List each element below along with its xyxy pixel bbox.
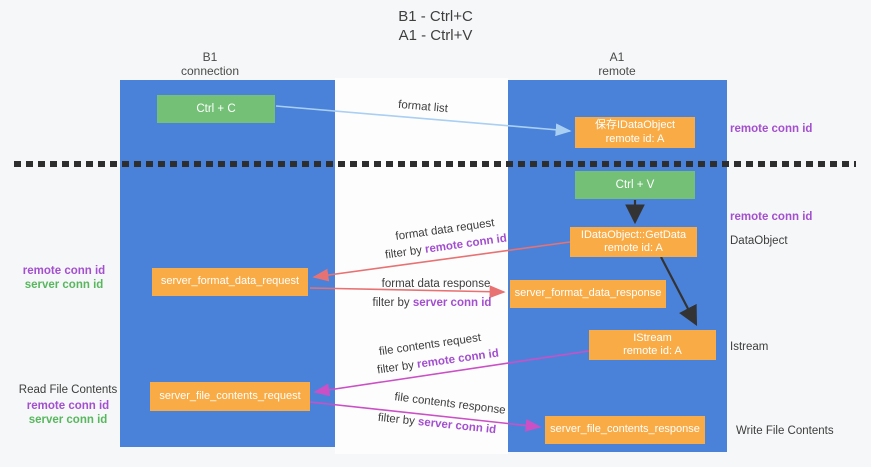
left-conn-id-block-1: remote conn id server conn id	[16, 264, 112, 292]
ctrl-v-label: Ctrl + V	[615, 179, 655, 191]
left-column-name: B1	[202, 50, 218, 64]
save-idataobject-line2: remote id: A	[605, 132, 665, 145]
filter-keyword-2: server conn id	[412, 297, 492, 309]
right-column-role: remote	[598, 64, 636, 78]
ctrl-c-label: Ctrl + C	[196, 103, 236, 115]
server-format-data-request-label: server_format_data_request	[160, 275, 300, 288]
getdata-line2: remote id: A	[604, 242, 663, 254]
server-file-contents-request-box: server_file_contents_request	[150, 382, 310, 411]
getdata-box: IDataObject::GetData remote id: A	[570, 227, 697, 257]
annotation-read-file-contents: Read File Contents	[18, 384, 118, 396]
getdata-line1: IDataObject::GetData	[580, 228, 687, 241]
annotation-server-conn-id-left-2: server conn id	[28, 414, 108, 426]
right-column-header: A1 remote	[547, 50, 687, 78]
server-format-data-request-box: server_format_data_request	[152, 268, 308, 296]
istream-box: IStream remote id: A	[589, 330, 716, 360]
server-file-contents-response-box: server_file_contents_response	[545, 416, 705, 444]
right-column-name: A1	[609, 50, 625, 64]
title-line-1: B1 - Ctrl+C	[398, 8, 473, 25]
annotation-remote-conn-id-top: remote conn id	[730, 123, 813, 135]
annotation-remote-conn-id-mid: remote conn id	[730, 211, 813, 223]
left-column-header: B1 connection	[140, 50, 280, 78]
label-filter-server-1: filter by server conn id	[373, 297, 492, 309]
left-column-role: connection	[180, 64, 240, 78]
istream-line1: IStream	[633, 331, 672, 344]
annotation-istream: Istream	[730, 341, 769, 353]
annotation-remote-conn-id-left-1: remote conn id	[22, 265, 106, 277]
annotation-remote-conn-id-left-2: remote conn id	[26, 400, 110, 412]
annotation-dataobject: DataObject	[730, 235, 788, 247]
dashed-separator-line	[14, 161, 856, 167]
istream-line2: remote id: A	[623, 345, 682, 357]
server-file-contents-response-label: server_file_contents_response	[550, 423, 700, 436]
server-file-contents-request-label: server_file_contents_request	[159, 389, 301, 402]
ctrl-c-box: Ctrl + C	[157, 95, 275, 123]
diagram-title: B1 - Ctrl+C A1 - Ctrl+V	[0, 7, 871, 45]
ctrl-v-box: Ctrl + V	[575, 171, 695, 199]
server-format-data-response-box: server_format_data_response	[510, 280, 666, 308]
save-idataobject-line1: 保存IDataObject	[594, 119, 676, 131]
save-idataobject-box: 保存IDataObject remote id: A	[575, 117, 695, 148]
filter-prefix-2: filter by	[372, 297, 413, 309]
server-format-data-response-label: server_format_data_response	[514, 287, 662, 300]
title-line-2: A1 - Ctrl+V	[398, 27, 473, 44]
label-format-data-response: format data response	[381, 278, 491, 290]
left-conn-id-block-2: Read File Contents remote conn id server…	[18, 383, 118, 427]
annotation-write-file-contents: Write File Contents	[736, 425, 834, 437]
annotation-server-conn-id-left-1: server conn id	[24, 279, 104, 291]
